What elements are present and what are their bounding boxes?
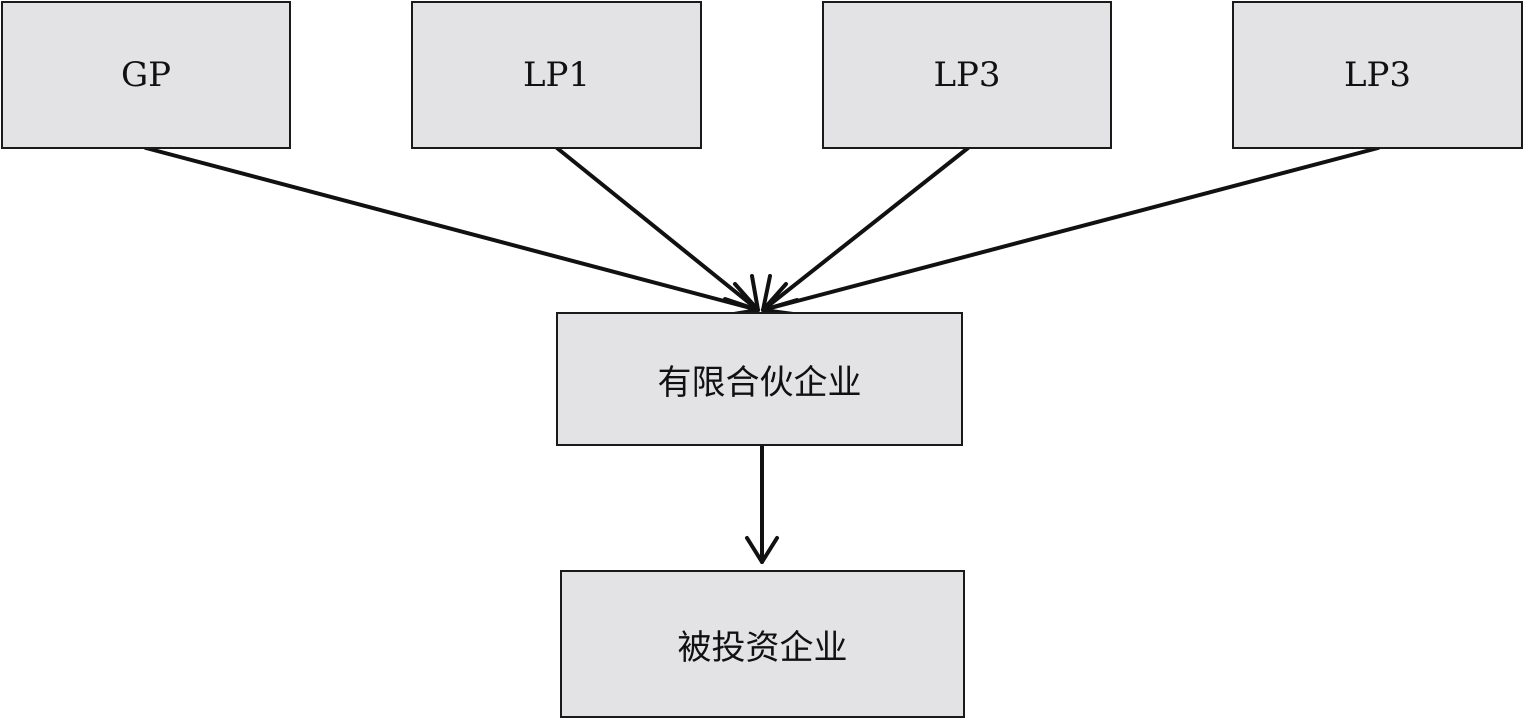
node-lp3-a-label: LP3 xyxy=(933,55,1001,95)
node-investee-company: 被投资企业 xyxy=(560,570,965,718)
node-lp3-b-label: LP3 xyxy=(1343,55,1412,95)
arrow-lp3a-to-partnership xyxy=(761,146,970,312)
node-lp1: LP1 xyxy=(411,1,702,149)
arrowhead-investee xyxy=(745,536,779,564)
arrow-lp3b-to-partnership xyxy=(761,146,1380,312)
node-lp1-label: LP1 xyxy=(522,55,591,95)
node-limited-partnership: 有限合伙企业 xyxy=(556,312,963,446)
node-gp-label: GP xyxy=(120,55,172,95)
arrow-gp-to-partnership xyxy=(144,146,760,312)
node-lp3-b: LP3 xyxy=(1232,1,1523,149)
node-gp: GP xyxy=(1,1,291,149)
node-lp3-a: LP3 xyxy=(822,1,1112,149)
arrow-lp1-to-partnership xyxy=(555,146,760,312)
node-limited-partnership-label: 有限合伙企业 xyxy=(657,362,862,403)
arrowhead-lp1 xyxy=(723,274,760,312)
node-investee-company-label: 被投资企业 xyxy=(677,627,848,668)
